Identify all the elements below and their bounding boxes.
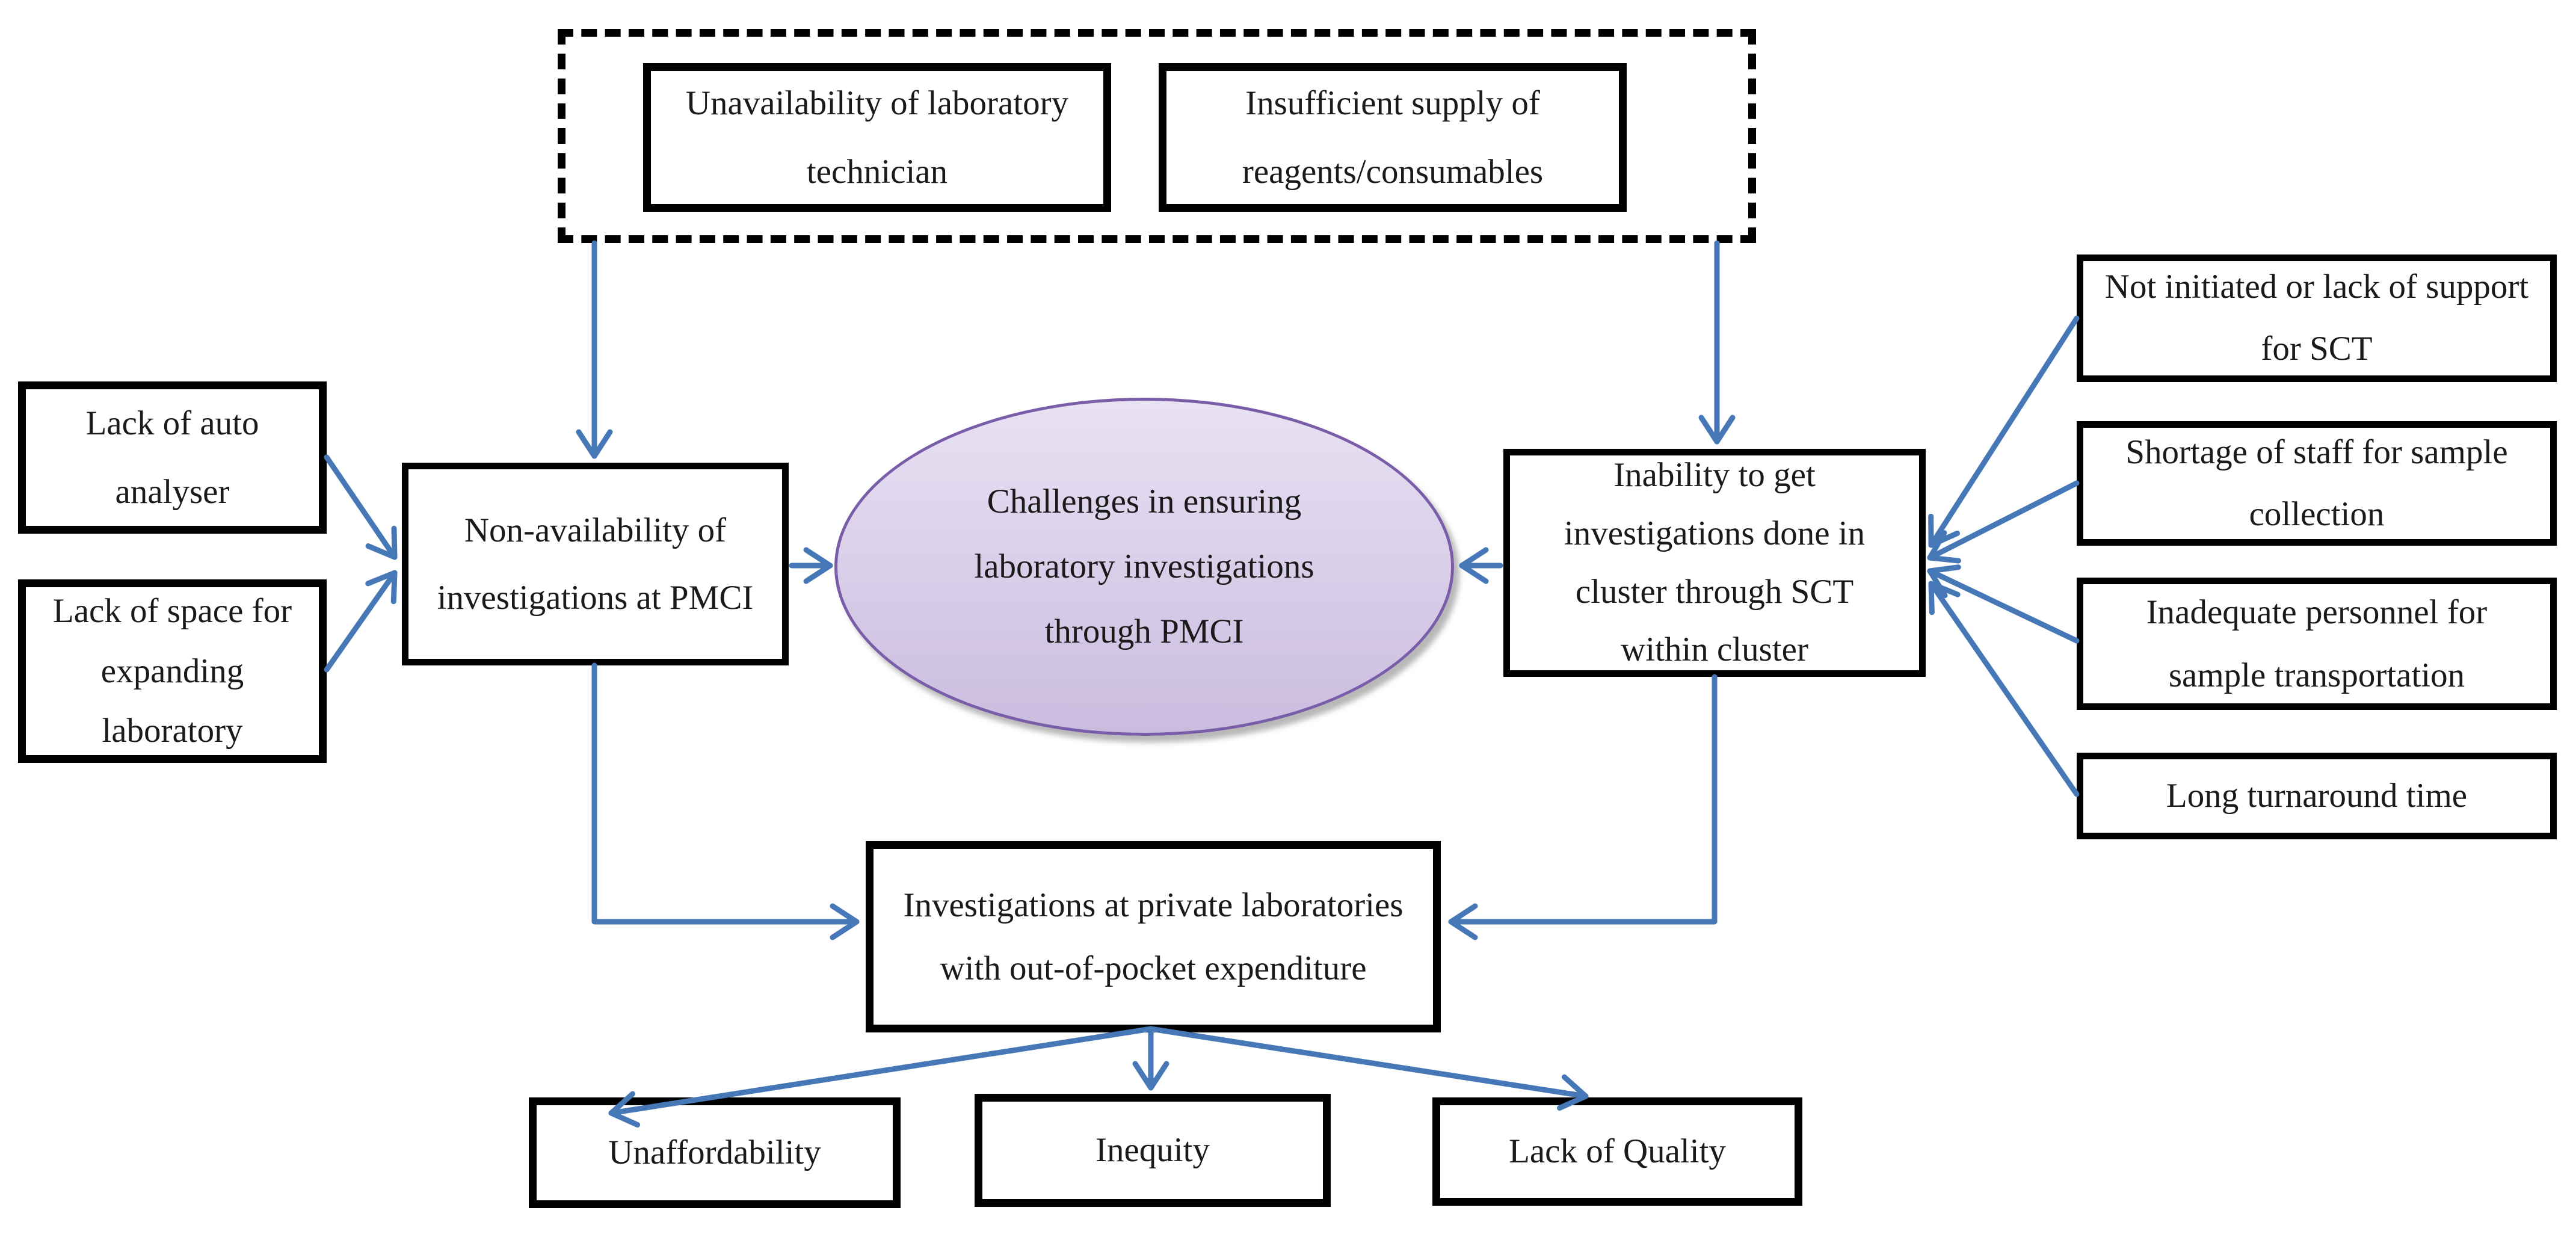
arrow-inability-to-privatelabs <box>1448 674 1718 940</box>
box-insufficient-reagents: Insufficient supply of reagents/consumab… <box>1159 63 1627 212</box>
box-inadequate-personnel-transport: Inadequate personnel for sample transpor… <box>2077 578 2557 710</box>
box-label: Long turnaround time <box>2166 776 2468 815</box>
box-not-initiated-sct: Not initiated or lack of support for SCT <box>2077 255 2557 382</box>
box-inability-sct-cluster: Inability to get investigations done in … <box>1503 449 1926 677</box>
arrow-turnaroundtime-to-inability <box>1928 581 2080 797</box>
top-causes-dashed-group <box>558 29 1756 243</box>
box-label: Insufficient supply of reagents/consumab… <box>1242 84 1544 191</box>
arrow-inadequatepersonnel-to-inability <box>1927 564 2080 644</box>
arrow-lackofspace-to-nonavailability <box>324 570 398 673</box>
box-label: Lack of Quality <box>1509 1132 1726 1170</box>
box-label: Unavailability of laboratory technician <box>685 84 1069 191</box>
box-label: Not initiated or lack of support for SCT <box>2104 268 2529 368</box>
box-label: Unaffordability <box>608 1133 821 1171</box>
box-long-turnaround-time: Long turnaround time <box>2077 753 2557 839</box>
box-label: Inadequate personnel for sample transpor… <box>2146 593 2488 694</box>
box-label: Shortage of staff for sample collection <box>2125 433 2508 533</box>
box-unaffordability: Unaffordability <box>529 1097 901 1208</box>
box-shortage-staff-collection: Shortage of staff for sample collection <box>2077 421 2557 546</box>
box-label: Lack of auto analyser <box>85 404 259 511</box>
arrow-autoanalyser-to-nonavailability <box>324 454 398 560</box>
ellipse-label: Challenges in ensuring laboratory invest… <box>974 482 1314 651</box>
arrow-nonavailability-to-privatelabs <box>591 662 860 940</box>
arrow-privatelabs-to-lackofquality <box>1148 1026 1589 1111</box>
box-lack-of-quality: Lack of Quality <box>1432 1097 1802 1206</box>
arrow-notinitiated-to-inability <box>1928 315 2080 548</box>
box-non-availability-pmci: Non-availability of investigations at PM… <box>402 463 789 665</box>
box-private-laboratories: Investigations at private laboratories w… <box>866 841 1441 1032</box>
box-lack-of-auto-analyser: Lack of auto analyser <box>18 381 327 534</box>
arrow-shortagestaff-to-inability <box>1927 480 2080 564</box>
box-label: Investigations at private laboratories w… <box>903 886 1404 987</box>
central-challenge-ellipse: Challenges in ensuring laboratory invest… <box>834 398 1454 736</box>
box-label: Inequity <box>1095 1131 1210 1169</box>
box-unavailability-lab-technician: Unavailability of laboratory technician <box>643 63 1111 212</box>
box-label: Non-availability of investigations at PM… <box>437 511 754 617</box>
box-lack-of-space: Lack of space for expanding laboratory <box>18 579 327 763</box>
box-label: Inability to get investigations done in … <box>1564 455 1866 669</box>
box-inequity: Inequity <box>975 1094 1331 1207</box>
box-label: Lack of space for expanding laboratory <box>52 591 292 750</box>
